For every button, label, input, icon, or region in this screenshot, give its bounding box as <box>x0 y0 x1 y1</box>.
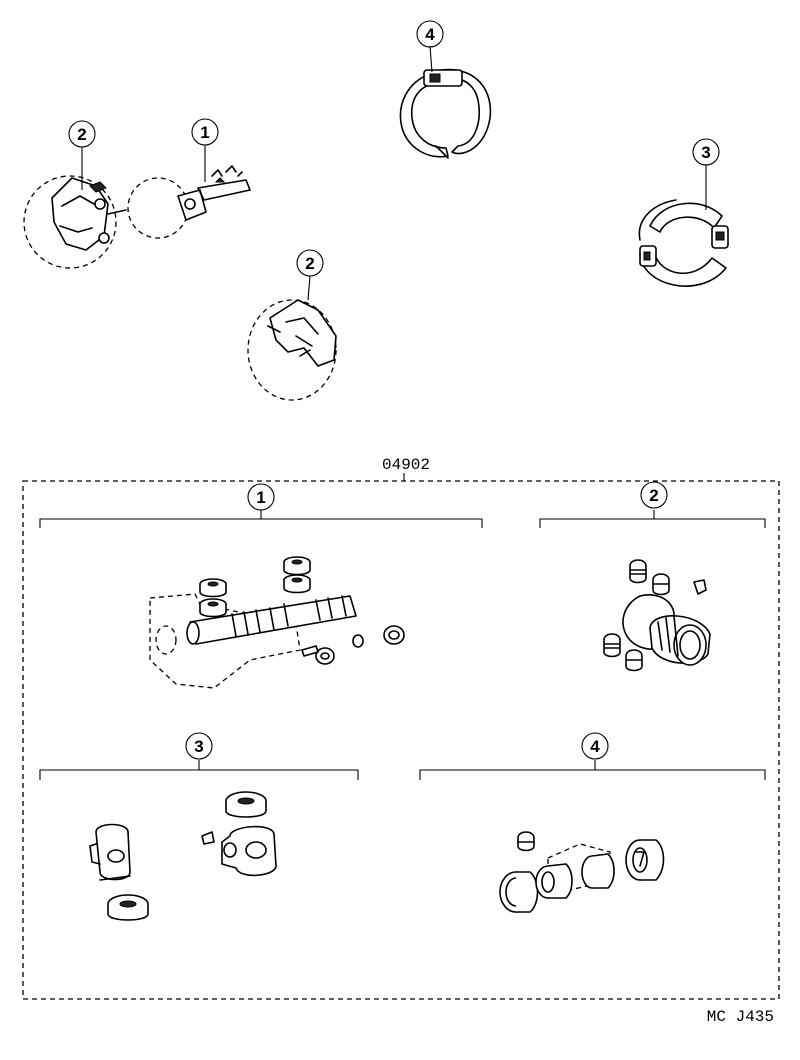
callout-top-caliper-left: 2 <box>68 120 96 148</box>
callout-top-master-cylinder: 1 <box>191 118 219 146</box>
callout-number: 4 <box>590 737 600 756</box>
callout-number: 1 <box>200 123 209 142</box>
callout-number: 4 <box>425 25 435 44</box>
callout-number: 3 <box>701 143 710 162</box>
leader-line <box>307 275 311 301</box>
callout-kit-caliper: 2 <box>640 481 668 509</box>
kit-section-2-bracket <box>539 510 766 528</box>
leader-line <box>429 45 433 73</box>
callout-kit-wheel-cylinder-front: 4 <box>581 732 609 760</box>
callout-kit-wheel-cylinder-rear: 3 <box>185 732 213 760</box>
callout-top-brake-shoe: 4 <box>416 20 444 48</box>
callout-number: 1 <box>256 488 265 507</box>
front-wheel-cylinder-kit-parts <box>499 831 665 913</box>
callout-number: 2 <box>649 486 658 505</box>
kit-dashed-frame <box>22 480 780 1000</box>
master-cylinder-kit-parts <box>149 556 405 689</box>
brake-shoe-illustration <box>399 68 492 159</box>
callout-number: 3 <box>194 737 203 756</box>
kit-section-1-bracket <box>39 510 483 528</box>
kit-section-4-bracket <box>419 760 766 780</box>
callout-top-wheel-cylinder: 3 <box>692 138 720 166</box>
drum-brake-illustration <box>638 199 729 287</box>
kit-section-3-bracket <box>39 760 359 780</box>
callout-number: 2 <box>305 254 314 273</box>
rear-wheel-cylinder-kit-parts <box>89 791 277 921</box>
callout-top-caliper-center: 2 <box>296 249 324 277</box>
center-caliper-illustration <box>247 299 337 401</box>
figure-code: MC J435 <box>707 1008 774 1026</box>
callout-number: 2 <box>77 125 86 144</box>
left-caliper-assembly-illustration <box>23 165 251 269</box>
kit-part-number: 04902 <box>382 456 430 474</box>
caliper-kit-parts <box>603 559 711 672</box>
callout-kit-master-cylinder: 1 <box>247 483 275 511</box>
